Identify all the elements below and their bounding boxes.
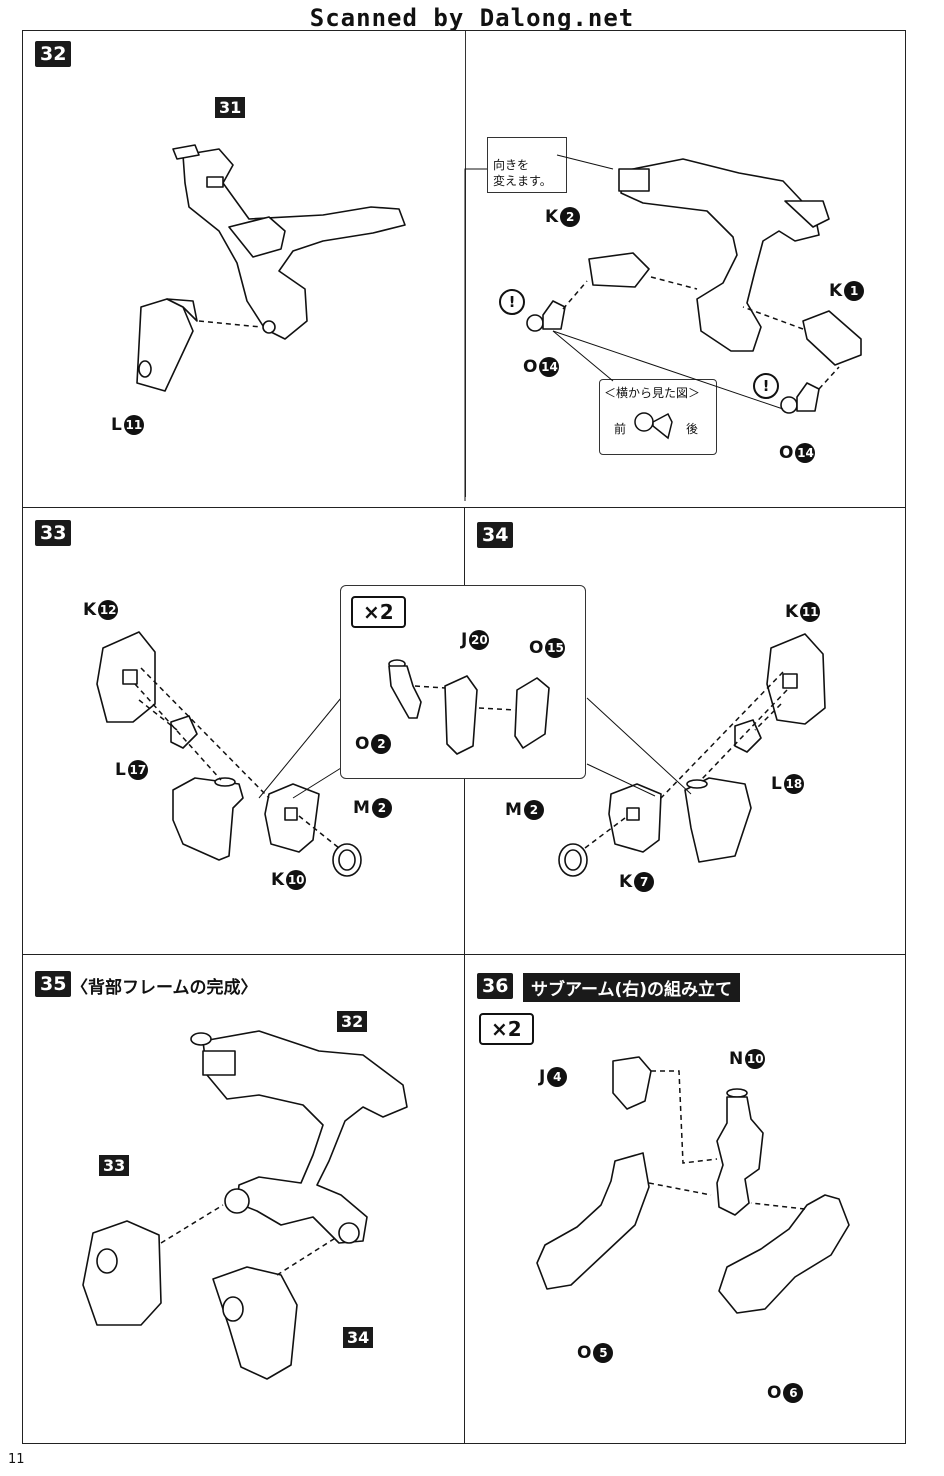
side-view-peg-icon — [634, 412, 673, 440]
step-35-ref-34: 34 — [343, 1327, 374, 1348]
step-32-ref-31: 31 — [215, 97, 246, 118]
step-36-parts-drawing — [536, 1056, 850, 1314]
step-36-number: 36 — [477, 973, 514, 999]
side-view-back: 後 — [686, 422, 699, 436]
warning-icon-a: ! — [499, 289, 525, 315]
step-36-title: サブアーム(右)の組み立て — [523, 973, 741, 1002]
step-36-multiplier: ×2 — [479, 1013, 534, 1045]
step-35-ref-32: 32 — [337, 1011, 368, 1032]
step-34-parts-drawing — [558, 633, 826, 877]
step-35-panel: 35 〈背部フレームの完成〉 32 33 34 — [22, 954, 465, 1444]
page-number: 11 — [8, 1452, 25, 1467]
step-32-parts-drawing — [136, 144, 862, 501]
side-view-front: 前 — [614, 422, 627, 436]
step-34-number: 34 — [477, 522, 514, 548]
side-view-box: ＜横から見た図＞ 前 後 — [599, 379, 717, 455]
step-35-ref-33: 33 — [99, 1155, 130, 1176]
side-view-title: ＜横から見た図＞ — [604, 386, 701, 400]
step-35-number: 35 — [35, 971, 72, 997]
step-32-number: 32 — [35, 41, 72, 67]
inset-multiplier: ×2 — [351, 596, 406, 628]
inset-parts-drawing — [388, 659, 550, 755]
orientation-callout: 向きを 変えます。 — [487, 137, 567, 193]
step-33-parts-drawing — [96, 631, 362, 877]
step-35-title: 〈背部フレームの完成〉 — [71, 978, 258, 998]
scan-credit-header: Scanned by Dalong.net — [309, 4, 635, 32]
step-33-number: 33 — [35, 520, 72, 546]
step-35-parts-drawing — [82, 1030, 408, 1380]
warning-icon-b: ! — [753, 373, 779, 399]
